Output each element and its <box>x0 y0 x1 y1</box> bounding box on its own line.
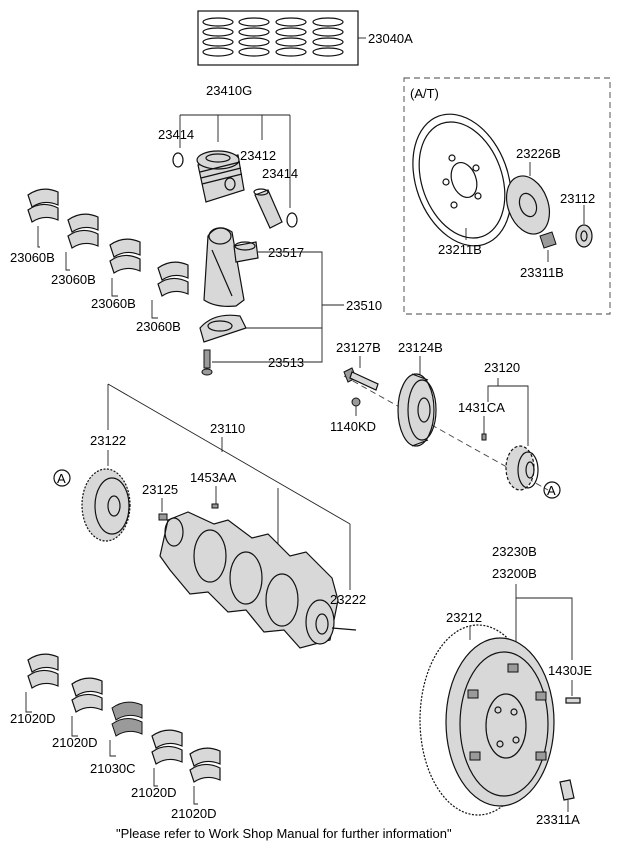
conrod-bearing-3 <box>109 238 141 297</box>
key-23125 <box>158 513 168 521</box>
conrod-bolt <box>201 349 213 376</box>
label-23517: 23517 <box>268 245 304 260</box>
timing-gear <box>81 468 131 542</box>
main-bearing-3 <box>151 729 183 787</box>
marker-a-left: A <box>53 469 71 487</box>
label-23230B: 23230B <box>492 544 537 559</box>
adapter-plate <box>505 175 551 235</box>
label-23127B: 23127B <box>336 340 381 355</box>
label-23222: 23222 <box>330 592 366 607</box>
flywheel-bolt <box>559 779 575 801</box>
piston-pin <box>253 188 283 229</box>
label-23060B-2: 23060B <box>51 272 96 287</box>
label-21020D-1: 21020D <box>10 711 56 726</box>
label-23122: 23122 <box>90 433 126 448</box>
label-21020D-3: 21020D <box>131 785 177 800</box>
bearing-bush <box>575 224 593 248</box>
piston-pin-clip-left <box>172 152 184 168</box>
svg-text:A: A <box>547 483 556 498</box>
label-21030C: 21030C <box>90 761 136 776</box>
crankshaft <box>159 511 357 649</box>
footer-note: "Please refer to Work Shop Manual for fu… <box>116 826 452 841</box>
label-1430JE: 1430JE <box>548 663 592 678</box>
main-bearing-2 <box>71 677 103 737</box>
label-21020D-4: 21020D <box>171 806 217 821</box>
label-23510: 23510 <box>346 298 382 313</box>
label-1431CA: 1431CA <box>458 400 505 415</box>
piston-pin-clip-right <box>286 212 298 228</box>
label-23124B: 23124B <box>398 340 443 355</box>
label-23060B-1: 23060B <box>10 250 55 265</box>
crankshaft-pulley <box>397 373 437 447</box>
label-21020D-2: 21020D <box>52 735 98 750</box>
label-23060B-4: 23060B <box>136 319 181 334</box>
svg-text:A: A <box>57 471 66 486</box>
woodruff-key <box>481 433 487 441</box>
label-23311A: 23311A <box>536 812 580 827</box>
main-bearing-4 <box>189 747 221 805</box>
label-23110: 23110 <box>210 421 245 436</box>
pin-1453AA <box>211 503 219 509</box>
label-1140KD: 1140KD <box>330 419 376 434</box>
label-1453AA: 1453AA <box>190 470 237 485</box>
drive-plate-bolt <box>539 231 557 249</box>
conrod-bearing-2 <box>65 213 99 271</box>
label-23410G: 23410G <box>206 83 252 98</box>
piston <box>196 150 245 203</box>
label-23060B-3: 23060B <box>91 296 136 311</box>
flywheel <box>419 624 555 816</box>
crankshaft-sprocket <box>505 445 539 491</box>
marker-a-right: A <box>543 481 561 499</box>
conrod-cap <box>199 314 247 343</box>
label-23040A: 23040A <box>368 31 413 46</box>
label-23414-upper: 23414 <box>158 127 194 142</box>
label-23311B: 23311B <box>520 265 564 280</box>
label-23211B: 23211B <box>438 242 482 257</box>
washer-1140KD <box>351 397 361 407</box>
conrod-bearing-1 <box>27 188 59 248</box>
dowel-pin-1430JE <box>565 697 581 704</box>
thrust-bearing-21030C <box>109 701 143 757</box>
conrod-bearing-4 <box>151 261 189 319</box>
pulley-bolt <box>343 367 379 391</box>
label-23414-lower: 23414 <box>262 166 298 181</box>
label-23200B: 23200B <box>492 566 537 581</box>
piston-rings-set <box>197 10 366 66</box>
label-23112: 23112 <box>560 191 595 206</box>
main-bearing-1 <box>25 653 59 713</box>
connecting-rod <box>203 227 245 307</box>
drive-plate <box>412 113 512 247</box>
label-at-box: (A/T) <box>410 86 439 101</box>
label-23120: 23120 <box>484 360 520 375</box>
label-23412: 23412 <box>240 148 276 163</box>
label-23513: 23513 <box>268 355 304 370</box>
label-23125: 23125 <box>142 482 178 497</box>
conrod-bushing <box>233 241 259 263</box>
label-23212: 23212 <box>446 610 482 625</box>
label-23226B: 23226B <box>516 146 561 161</box>
automatic-transmission-box <box>403 77 611 315</box>
